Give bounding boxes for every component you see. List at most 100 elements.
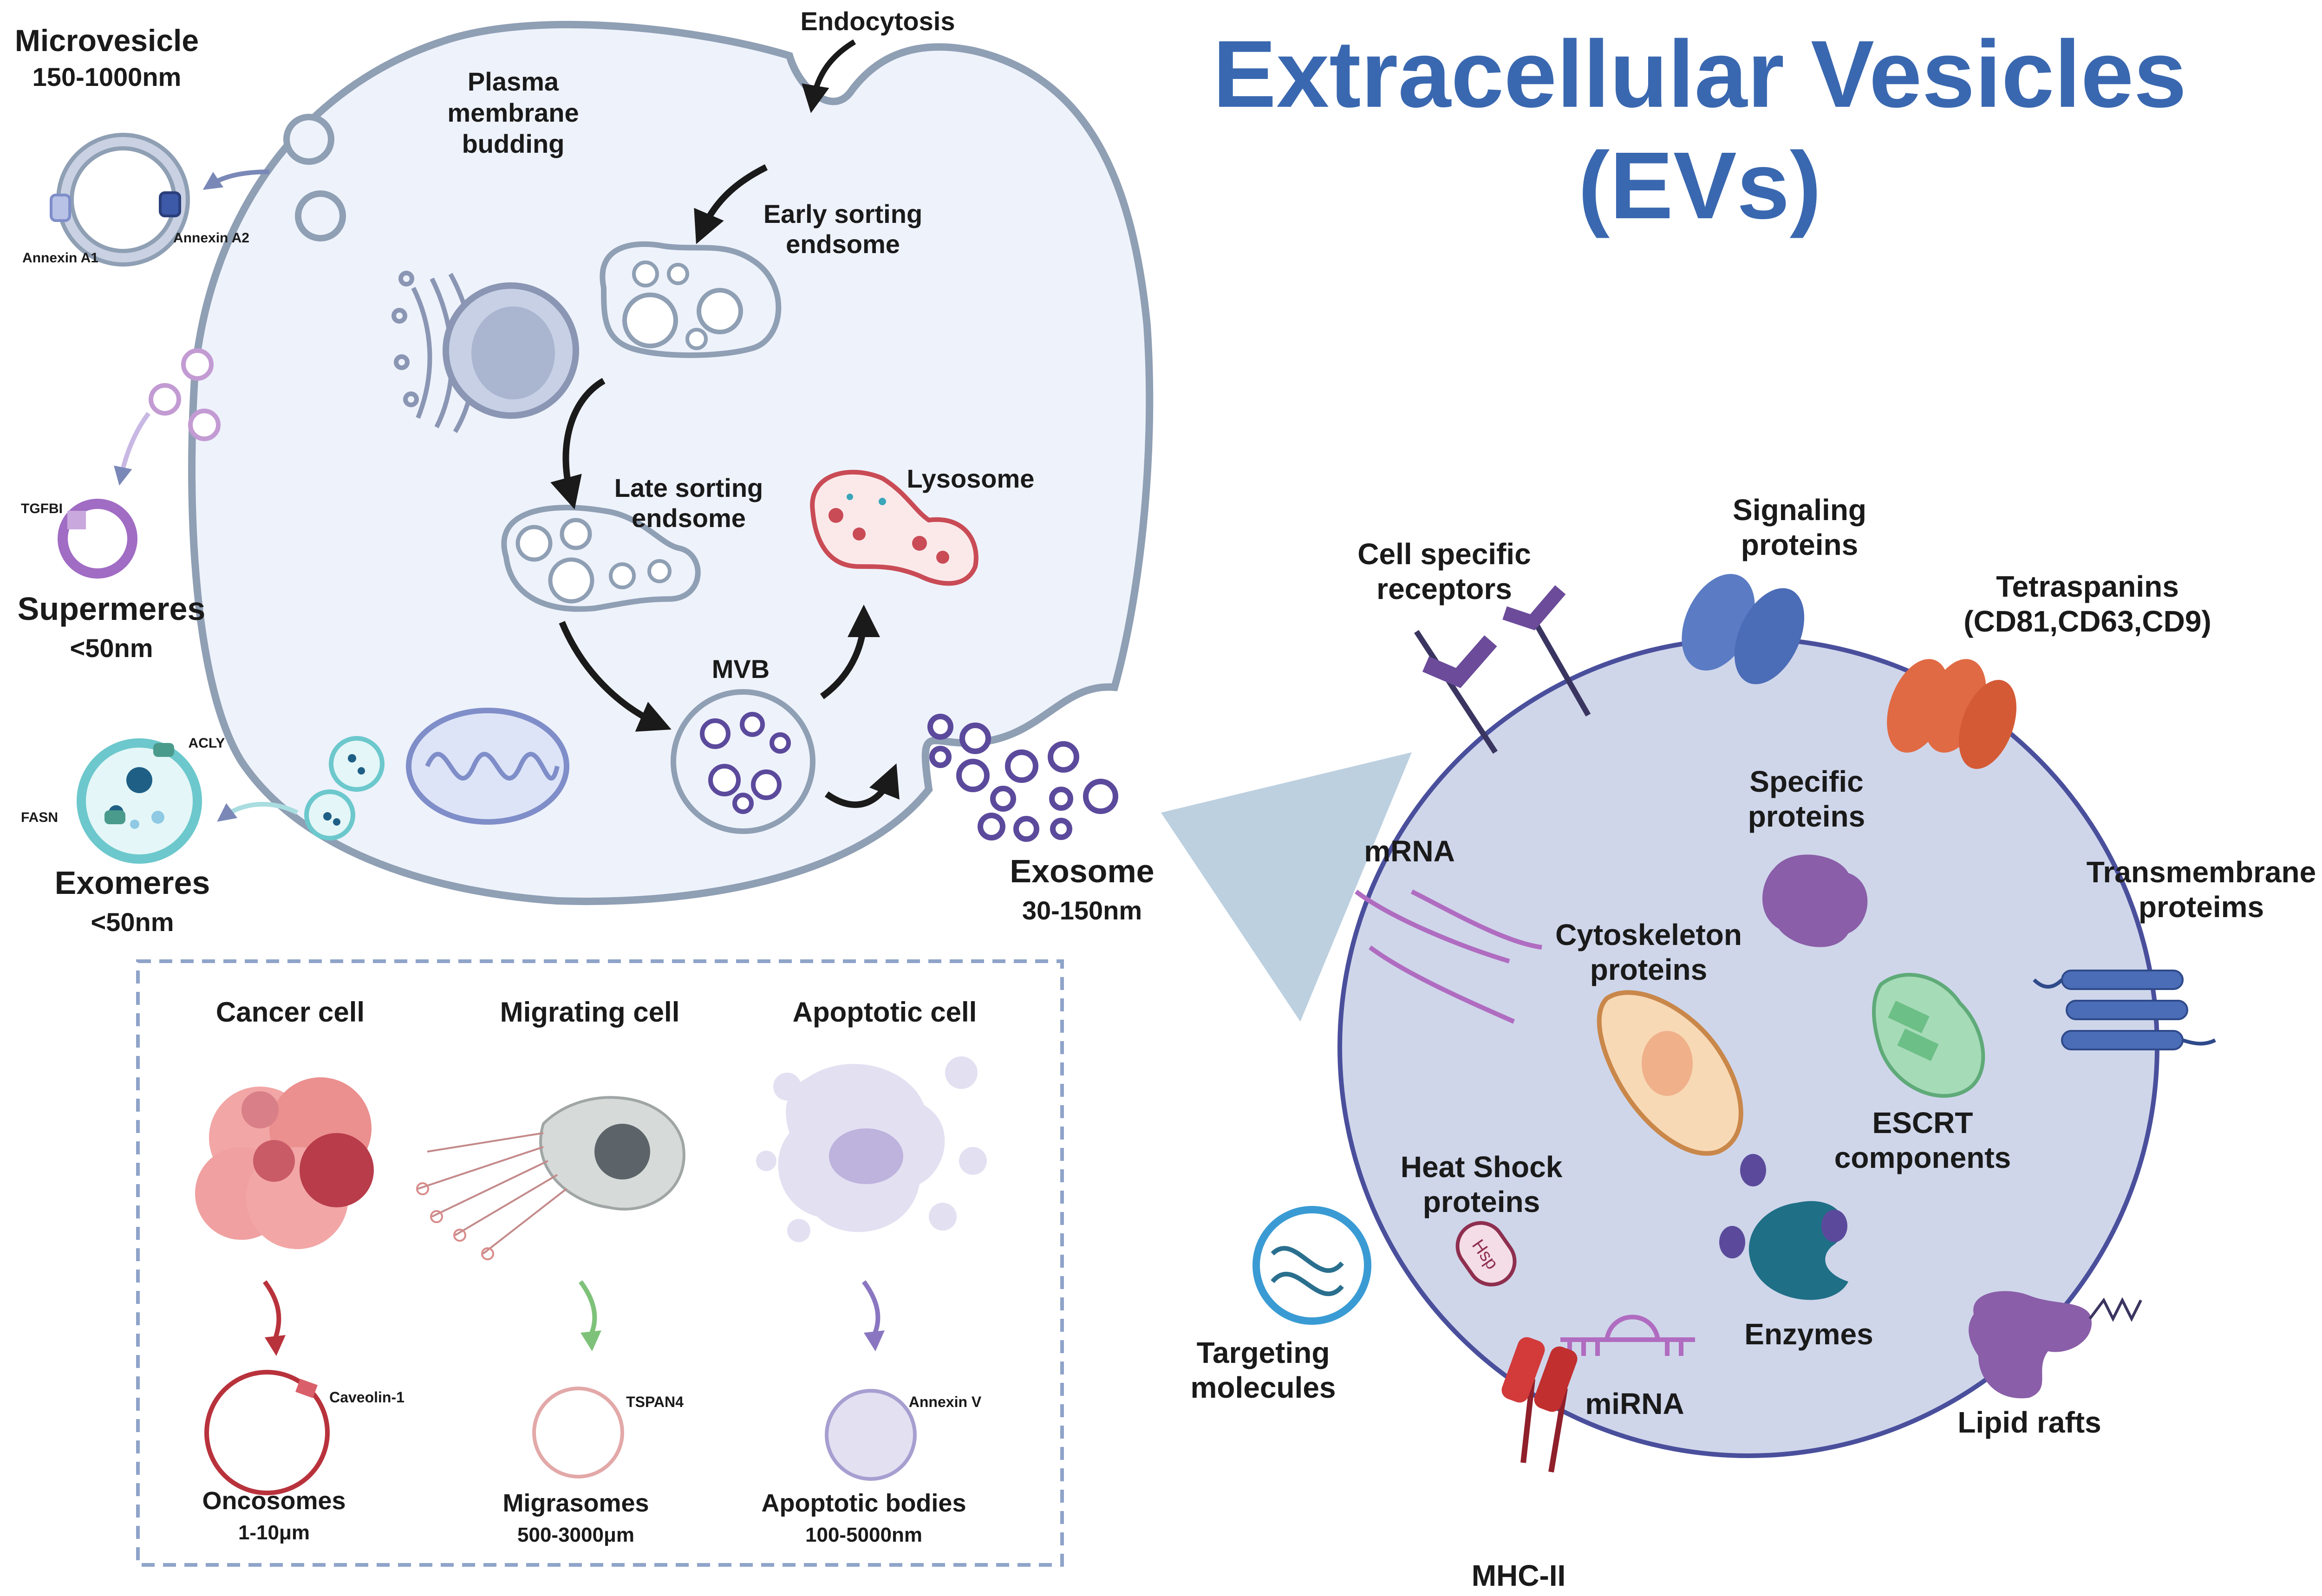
exosome-size: 30-150nm	[1022, 896, 1142, 925]
lysosome	[810, 469, 978, 586]
cytoskeleton-label-1: Cytoskeleton	[1555, 918, 1742, 951]
escrt-label-1: ESCRT	[1872, 1106, 1973, 1140]
signaling-label-1: Signaling	[1733, 493, 1866, 527]
specific-label-2: proteins	[1748, 800, 1865, 833]
budding-label-2: membrane	[447, 98, 579, 127]
arrow-supermeres	[114, 412, 151, 486]
receptor-icon	[1414, 616, 1591, 754]
cytoskeleton-label-2: proteins	[1590, 953, 1707, 986]
tetraspanins-label-1: Tetraspanins	[1996, 570, 2179, 603]
receptors-label-1: Cell specific	[1357, 537, 1531, 571]
title-block: Extracellular Vesicles (EVs)	[1213, 21, 2186, 239]
cell-types-panel: Cancer cell Caveolin-1 Oncosomes 1-10μm …	[136, 959, 1064, 1567]
early-label-2: endsome	[786, 229, 900, 259]
mhc-ii-label: MHC-II	[1472, 1559, 1566, 1592]
arrow-to-mvb	[559, 621, 672, 732]
arrow-to-late	[550, 378, 606, 510]
exomeres-marker-fasn: FASN	[21, 810, 58, 825]
arrow-to-early	[694, 164, 768, 244]
microvesicle-size: 150-1000nm	[33, 62, 182, 91]
migrasomes-label: Migrasomes	[502, 1489, 649, 1517]
arrow-to-exosome	[824, 763, 900, 808]
migrating-arrow-head	[580, 1330, 601, 1351]
migrasomes-size: 500-3000μm	[517, 1524, 634, 1546]
arrow-endocytosis	[802, 39, 856, 113]
annexin-a2-label: Annexin A2	[173, 230, 249, 246]
late-sorting-endosome	[501, 505, 701, 612]
tetraspanins-label-2: (CD81,CD63,CD9)	[1963, 605, 2211, 638]
cell: Endocytosis Plasma membrane budding Earl…	[114, 7, 1154, 905]
enzyme-icon	[1719, 1154, 1848, 1300]
exomeres-label: Exomeres	[55, 865, 210, 901]
cancer-arrow-head	[265, 1335, 286, 1356]
tetraspanin-icon	[1887, 659, 2016, 769]
ev-detail: Hsp Cell specific receptors S	[1190, 493, 2316, 1592]
cancer-arrow	[262, 1280, 281, 1343]
mrna-label: mRNA	[1364, 834, 1455, 868]
cancer-cell-icon	[195, 1077, 374, 1249]
transmembrane-tail	[2033, 978, 2216, 1046]
heatshock-label-1: Heat Shock	[1401, 1150, 1563, 1184]
title-line-2: (EVs)	[1578, 132, 1821, 239]
cancer-cell-title: Cancer cell	[216, 997, 365, 1028]
zoom-wedge	[1161, 752, 1412, 1022]
receptor-icon	[1502, 585, 1566, 631]
mirna-icon	[1560, 1315, 1695, 1356]
endocytosis-label: Endocytosis	[801, 7, 955, 36]
supermeres: TGFBI Supermeres <50nm	[18, 348, 221, 663]
late-label-1: Late sorting	[614, 473, 763, 502]
apoptotic-arrow-head	[864, 1330, 885, 1351]
oncosomes-size: 1-10μm	[238, 1521, 310, 1544]
signaling-label-2: proteins	[1741, 528, 1858, 561]
apoptotic-cell-icon	[756, 1056, 987, 1242]
caveolin-label: Caveolin-1	[329, 1389, 404, 1406]
signaling-protein-icon	[1734, 588, 1805, 684]
budding-vesicle	[283, 114, 334, 165]
supermeres-size: <50nm	[70, 633, 153, 663]
transmembrane-label-1: Transmembrane	[2087, 855, 2316, 889]
exosome-label: Exosome	[1010, 853, 1154, 889]
lipid-rafts-label: Lipid rafts	[1957, 1406, 2101, 1439]
hsp-icon: Hsp	[1455, 1221, 1517, 1287]
late-label-2: endsome	[632, 503, 746, 533]
lysosome-label: Lysosome	[907, 464, 1035, 493]
migrating-arrow	[578, 1280, 597, 1339]
exomeres-size: <50nm	[91, 907, 174, 937]
mhc-ii-icon	[1501, 1337, 1578, 1472]
oncosome-icon	[204, 1370, 330, 1495]
transmembrane-label-2: proteims	[2139, 890, 2264, 924]
microvesicle-label: Microvesicle	[15, 23, 199, 58]
transmembrane-protein-icon	[2061, 970, 2188, 1050]
receptors-label-2: receptors	[1376, 572, 1512, 606]
specific-label-1: Specific	[1749, 765, 1863, 798]
targeting-label-2: molecules	[1190, 1371, 1336, 1404]
apoptotic-arrow	[861, 1280, 881, 1339]
early-sorting-endosome	[600, 241, 782, 358]
migrating-cell-title: Migrating cell	[500, 997, 680, 1028]
apoptotic-cell-title: Apoptotic cell	[793, 997, 977, 1028]
early-label-1: Early sorting	[763, 199, 922, 228]
specific-protein-icon	[1762, 854, 1868, 947]
tspan4-label: TSPAN4	[626, 1394, 684, 1410]
title-line-1: Extracellular Vesicles	[1213, 21, 2186, 127]
supermeres-label: Supermeres	[18, 591, 206, 627]
mrna-icon	[1355, 889, 1542, 1024]
budding-label-3: budding	[462, 129, 565, 158]
budding-label-1: Plasma	[468, 67, 559, 96]
mirna-label: miRNA	[1585, 1387, 1684, 1420]
migrating-cell-icon	[416, 1096, 685, 1260]
exosomes	[927, 714, 1118, 842]
escrt-icon	[1872, 973, 1985, 1098]
arrow-exomeres	[217, 801, 299, 822]
escrt-label-2: components	[1834, 1141, 2011, 1174]
cytoskeleton-icon	[1597, 990, 1743, 1156]
mvb	[671, 689, 815, 834]
supermeres-marker: TGFBI	[21, 501, 63, 516]
oncosomes-label: Oncosomes	[202, 1487, 346, 1515]
receptor-icon	[1422, 635, 1497, 688]
arrow-to-lysosome	[820, 605, 880, 699]
annexin-a1-label: Annexin A1	[22, 250, 98, 266]
budding-vesicle	[295, 190, 346, 241]
exomeres-marker-acly: ACLY	[189, 736, 225, 751]
